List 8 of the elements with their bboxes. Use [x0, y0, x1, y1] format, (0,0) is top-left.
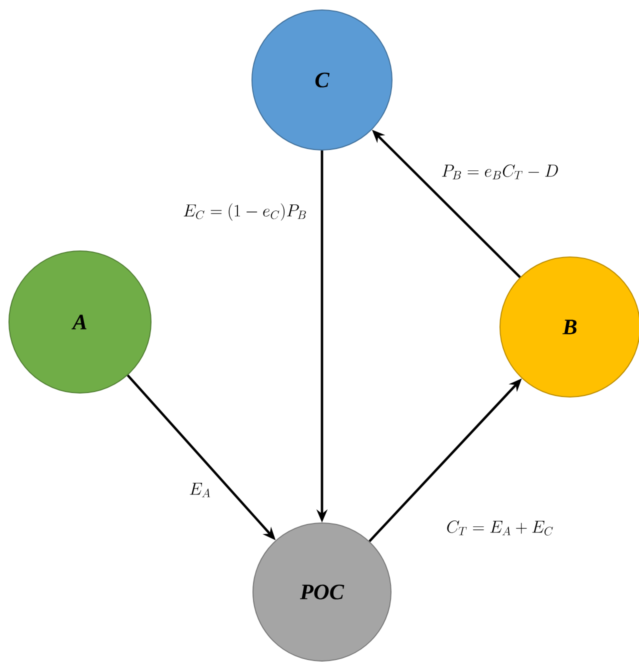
- circle-node: B: [500, 256, 639, 398]
- edge-label: $E_A$: [188, 482, 212, 498]
- circle-node: POC: [252, 522, 392, 662]
- circle-node: C: [252, 10, 392, 150]
- edge-label: $C_T = E_A + E_C$: [445, 520, 555, 536]
- edge-label: $E_C = (1 - e_C)P_B$: [182, 202, 308, 222]
- circle-node: A: [8, 250, 152, 394]
- edge-label: $P_B = e_B C_T - D$: [440, 164, 560, 180]
